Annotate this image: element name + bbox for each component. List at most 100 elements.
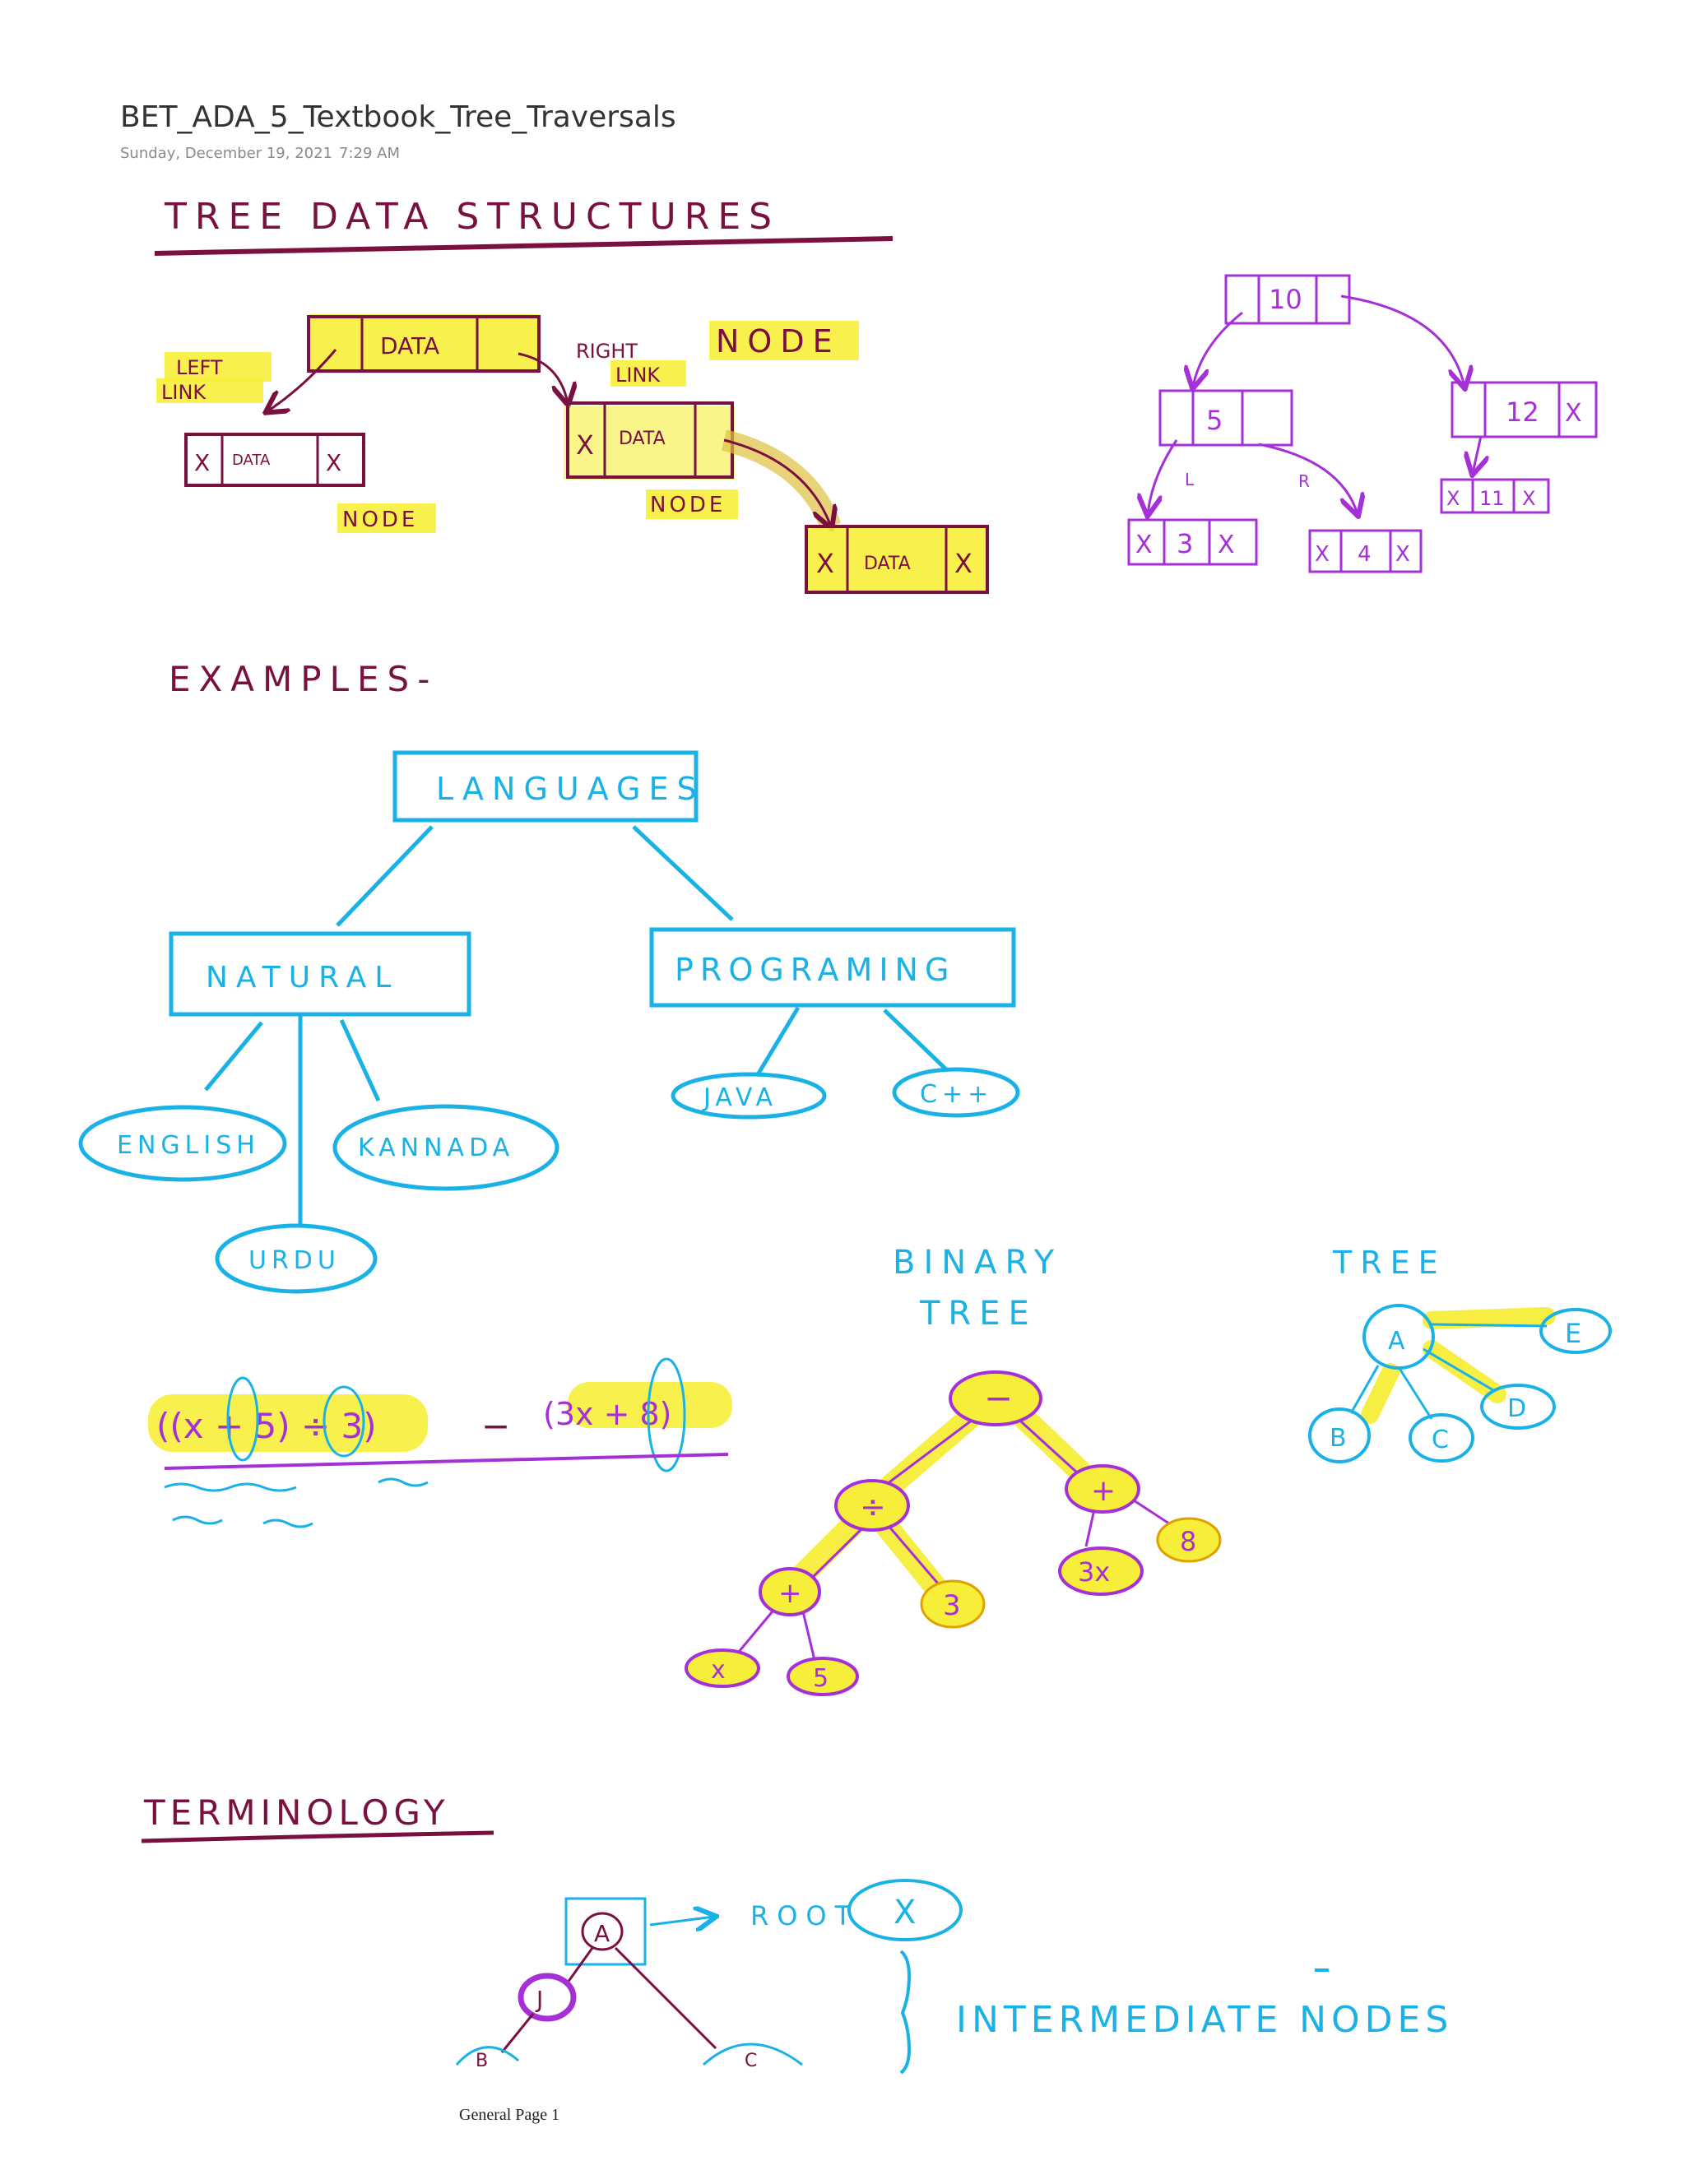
node-java [671, 1072, 827, 1120]
tree-node-minus [949, 1370, 1042, 1426]
node-cpp [892, 1067, 1020, 1118]
page-title: BET_ADA_5_Textbook_Tree_Traversals [120, 100, 676, 134]
languages-tree: LANGUAGES NATURAL PROGRAMING ENGLISH KAN… [78, 750, 1020, 1294]
general-tree: TREE A E D B C [1308, 1245, 1612, 1463]
left-link-line2: LINK [161, 381, 207, 404]
tree-node-div [834, 1479, 910, 1532]
tree-node-five [787, 1657, 859, 1696]
node-programming [649, 927, 1016, 1008]
null-mark: X [1522, 487, 1535, 510]
page-time: 7:29 AM [339, 145, 400, 162]
null-mark: X [816, 548, 834, 579]
right-link-line2: LINK [615, 364, 661, 387]
root-x-circle [847, 1879, 963, 1941]
node-programming-label: PROGRAMING [675, 952, 955, 988]
node-english-label: ENGLISH [117, 1131, 260, 1160]
left-node-data-label: DATA [232, 452, 271, 469]
tree-node-div-label: ÷ [860, 1489, 886, 1525]
section-heading-tree-data-structures: TREE DATA STRUCTURES [164, 196, 780, 238]
term-node-b [455, 2046, 519, 2066]
node-box-main [307, 315, 541, 373]
node-word: NODE [716, 323, 841, 359]
term-node-a [581, 1912, 624, 1951]
node-natural [169, 931, 471, 1017]
node-english [78, 1105, 287, 1182]
term-node-a-label: A [594, 1920, 610, 1947]
null-mark: X [326, 449, 341, 476]
null-mark: X [1315, 542, 1330, 567]
left-link-line1: LEFT [176, 356, 223, 379]
term-node-j [518, 1973, 577, 2022]
right-node-data-label: DATA [619, 429, 666, 449]
intermediate-nodes-label: INTERMEDIATE NODES [956, 1999, 1453, 2041]
tree-node-10: 10 [1269, 284, 1302, 315]
edge-label-r: R [1298, 471, 1310, 491]
tree-node-plus-left-label: + [778, 1577, 802, 1610]
gtree-node-a [1362, 1304, 1435, 1370]
null-mark: X [194, 449, 210, 476]
section-tree-data-structures: TREE DATA STRUCTURES DATA NODE LEFT LINK… [154, 196, 989, 594]
gtree-node-d-label: D [1507, 1394, 1526, 1423]
section-examples: EXAMPLES- [169, 659, 438, 699]
binary-tree-label-2: TREE [919, 1295, 1037, 1333]
tree-node-eight [1156, 1517, 1222, 1563]
tree-node-plus-left [759, 1567, 821, 1616]
gtree-node-a-label: A [1388, 1327, 1405, 1356]
binary-tree-label-1: BINARY [893, 1244, 1062, 1282]
null-mark: X [1218, 531, 1235, 559]
examples-heading: EXAMPLES- [169, 659, 438, 699]
node-natural-label: NATURAL [206, 961, 399, 995]
null-mark: X [1565, 399, 1582, 428]
main-node-data-label: DATA [380, 332, 439, 359]
node-caption-left: NODE [342, 508, 418, 532]
node-kannada-label: KANNADA [358, 1134, 514, 1162]
page-footer: General Page 1 [459, 2106, 560, 2124]
root-box [564, 1897, 647, 1966]
node-kannada [332, 1104, 559, 1191]
right-link-line1: RIGHT [576, 340, 638, 363]
tree-node-three [920, 1579, 986, 1629]
tree-node-three-label: 3 [943, 1589, 961, 1622]
gtree-node-c-label: C [1432, 1426, 1449, 1454]
null-mark: X [954, 548, 972, 579]
term-node-c [702, 2043, 803, 2066]
edge-label-l: L [1185, 470, 1195, 489]
tree-node-x [685, 1648, 760, 1688]
gtree-node-b [1308, 1407, 1371, 1463]
gtree-node-e-label: E [1565, 1318, 1581, 1349]
linked-binary-tree: 10 5 12 X L R X 3 X X [1127, 274, 1598, 573]
terminology-heading: TERMINOLOGY [143, 1792, 450, 1833]
tree-node-eight-label: 8 [1180, 1526, 1196, 1557]
term-node-c-label: C [745, 2051, 757, 2071]
general-tree-label: TREE [1332, 1245, 1446, 1281]
root-x-mark: X [894, 1894, 916, 1931]
null-mark: X [576, 429, 594, 461]
tree-node-plus-right [1065, 1464, 1140, 1514]
term-node-b-label: B [476, 2051, 488, 2071]
tree-node-12: 12 [1506, 396, 1539, 428]
highlight [709, 321, 859, 360]
gtree-node-e [1539, 1308, 1612, 1354]
third-node-data-label: DATA [864, 554, 911, 574]
node-languages-label: LANGUAGES [436, 771, 705, 807]
node-urdu [215, 1223, 378, 1294]
tree-node-5: 5 [1206, 405, 1223, 436]
tree-node-11: 11 [1479, 487, 1505, 510]
node-languages [392, 750, 699, 823]
node-box-left [184, 433, 365, 487]
gtree-node-c [1409, 1413, 1474, 1463]
heading-underline [154, 236, 894, 256]
expression-left: ((x + 5) ÷ 3) [156, 1406, 377, 1446]
null-mark: X [1446, 487, 1460, 510]
node-urdu-label: URDU [248, 1246, 341, 1275]
expression-right: (3x + 8) [543, 1396, 672, 1432]
section-terminology: TERMINOLOGY A ROOT X J B C INTERMEDIATE … [141, 1792, 1453, 2075]
tree-node-4: 4 [1358, 542, 1372, 567]
expression: ((x + 5) ÷ 3) − (3x + 8) [148, 1357, 732, 1528]
tree-node-minus-label: − [984, 1378, 1013, 1418]
tree-node-five-label: 5 [813, 1664, 829, 1693]
highlight [309, 314, 539, 373]
binary-expression-tree: BINARY TREE − ÷ [685, 1244, 1222, 1696]
